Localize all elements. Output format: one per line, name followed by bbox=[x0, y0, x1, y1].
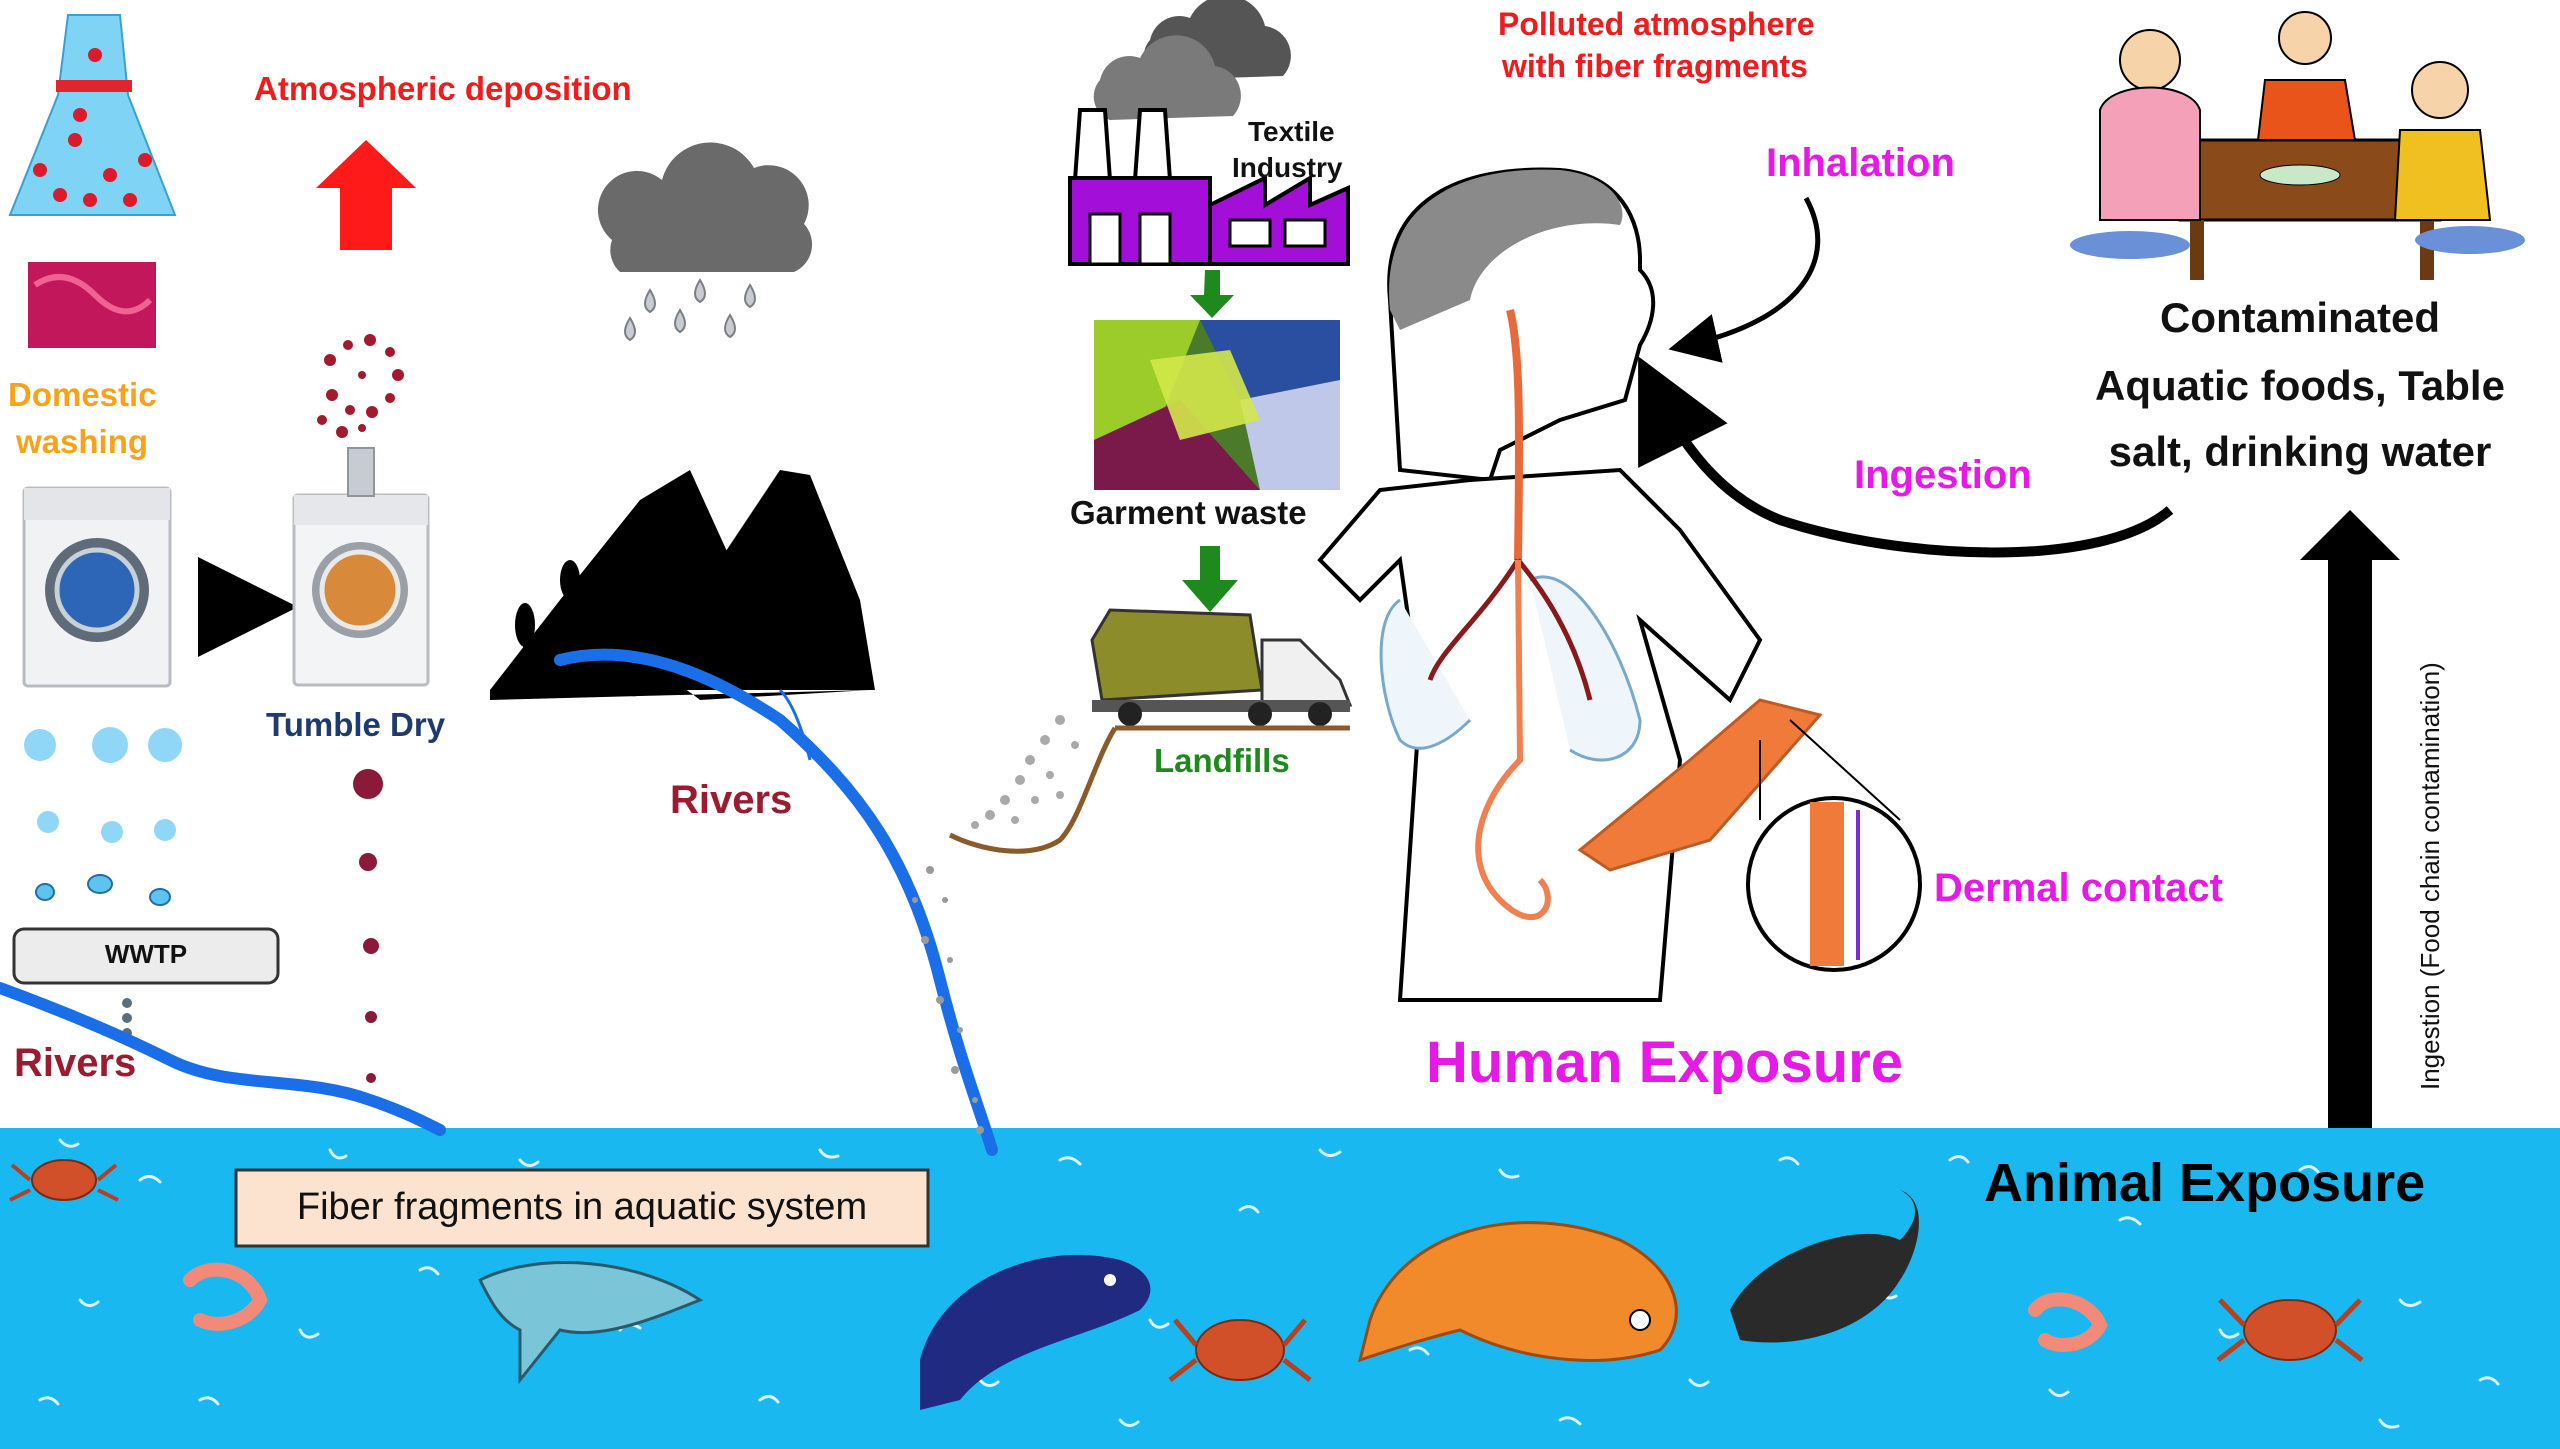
inhalation-label: Inhalation bbox=[1766, 141, 1955, 185]
fabric-image bbox=[28, 262, 156, 348]
center-river bbox=[554, 648, 998, 1156]
landfill-debris bbox=[971, 715, 1079, 829]
microfiber-droplets bbox=[24, 727, 182, 906]
polluted-atmosphere-label-line2: with fiber fragments bbox=[1502, 48, 1808, 84]
atmospheric-deposition-arrow bbox=[316, 140, 416, 250]
atmospheric-deposition-label: Atmospheric deposition bbox=[254, 70, 632, 107]
family-dining-image bbox=[2070, 11, 2525, 280]
contaminated-label-line1: Contaminated bbox=[2159, 294, 2440, 341]
food-chain-label: Ingestion (Food chain contamination) bbox=[2415, 662, 2445, 1090]
garment-waste-image bbox=[1094, 320, 1340, 490]
koi-fish-image bbox=[1357, 1221, 1678, 1363]
dress-image bbox=[8, 14, 177, 216]
green-flow-arrows bbox=[1182, 270, 1238, 612]
garment-waste-label: Garment waste bbox=[1070, 494, 1307, 531]
washing-machine-image bbox=[22, 486, 172, 688]
polluted-atmosphere-label-line1: Polluted atmosphere bbox=[1498, 6, 1815, 42]
domestic-washing-label-line1: Domestic bbox=[8, 376, 157, 413]
ingestion-arrow bbox=[1638, 356, 2174, 558]
human-exposure-label: Human Exposure bbox=[1426, 1030, 1903, 1095]
tumble-dry-label: Tumble Dry bbox=[266, 706, 446, 743]
river-tributary bbox=[778, 688, 812, 761]
rivers-left-label: Rivers bbox=[14, 1041, 137, 1085]
dermal-magnifier bbox=[1746, 719, 1922, 972]
mountains-image bbox=[490, 470, 875, 700]
textile-industry-label-line2: Industry bbox=[1232, 152, 1343, 183]
rivers-center-label: Rivers bbox=[670, 778, 793, 822]
rain-cloud-image bbox=[597, 142, 813, 342]
fabric-folds bbox=[33, 274, 153, 315]
dryer-fiber-emissions bbox=[317, 334, 404, 438]
tumble-dryer-image bbox=[292, 447, 430, 687]
food-chain-arrow bbox=[2300, 510, 2400, 1128]
shark-image bbox=[477, 1261, 704, 1385]
navy-fish-image bbox=[920, 1254, 1151, 1410]
ingestion-label: Ingestion bbox=[1854, 453, 2032, 497]
contaminated-label-line2: Aquatic foods, Table bbox=[2095, 362, 2505, 409]
dermal-contact-label: Dermal contact bbox=[1934, 866, 2223, 910]
shrimp-left-image bbox=[183, 1262, 268, 1331]
crab-left-image bbox=[9, 1159, 119, 1202]
contaminated-label-line3: salt, drinking water bbox=[2108, 428, 2492, 475]
crab-right-image bbox=[2216, 1298, 2364, 1362]
inhalation-arrow bbox=[1668, 196, 1821, 363]
wwtp-label: WWTP bbox=[104, 939, 188, 969]
shrimp-right-image bbox=[2028, 1292, 2108, 1352]
human-figure-image bbox=[1317, 167, 1823, 1002]
garbage-truck-image bbox=[1090, 608, 1353, 726]
textile-factory-image bbox=[1068, 0, 1350, 266]
landfill-slope bbox=[948, 726, 1118, 854]
dryer-falling-fibers bbox=[353, 769, 383, 1083]
wwtp-box bbox=[12, 927, 280, 985]
domestic-washing-label-line2: washing bbox=[16, 423, 149, 460]
left-river bbox=[0, 982, 446, 1136]
fiber-fragments-box bbox=[234, 1168, 930, 1248]
fiber-fragments-label: Fiber fragments in aquatic system bbox=[296, 1186, 868, 1228]
black-fish-image bbox=[1730, 1190, 1919, 1343]
animal-exposure-label: Animal Exposure bbox=[1984, 1153, 2426, 1213]
crab-middle-image bbox=[1168, 1318, 1312, 1382]
river-particles bbox=[912, 866, 984, 1134]
landfills-label: Landfills bbox=[1154, 742, 1290, 779]
textile-industry-label-line1: Textile bbox=[1248, 116, 1335, 147]
